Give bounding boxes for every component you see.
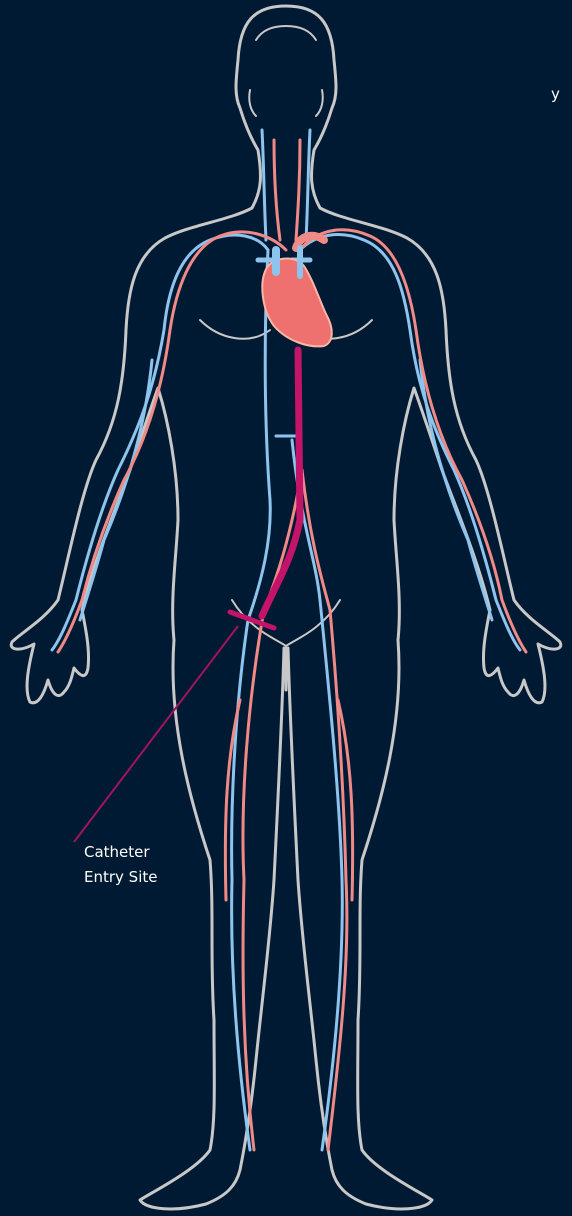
catheter-entry-line1: Catheter [84, 840, 157, 865]
leader-line [74, 626, 238, 842]
entry-site-marker [230, 612, 274, 628]
catheter-entry-site-label: Catheter Entry Site [84, 840, 157, 890]
catheter-entry-line2: Entry Site [84, 865, 157, 890]
heart [262, 236, 331, 347]
body-outline [11, 6, 561, 1209]
partial-edge-label: y [551, 82, 572, 107]
